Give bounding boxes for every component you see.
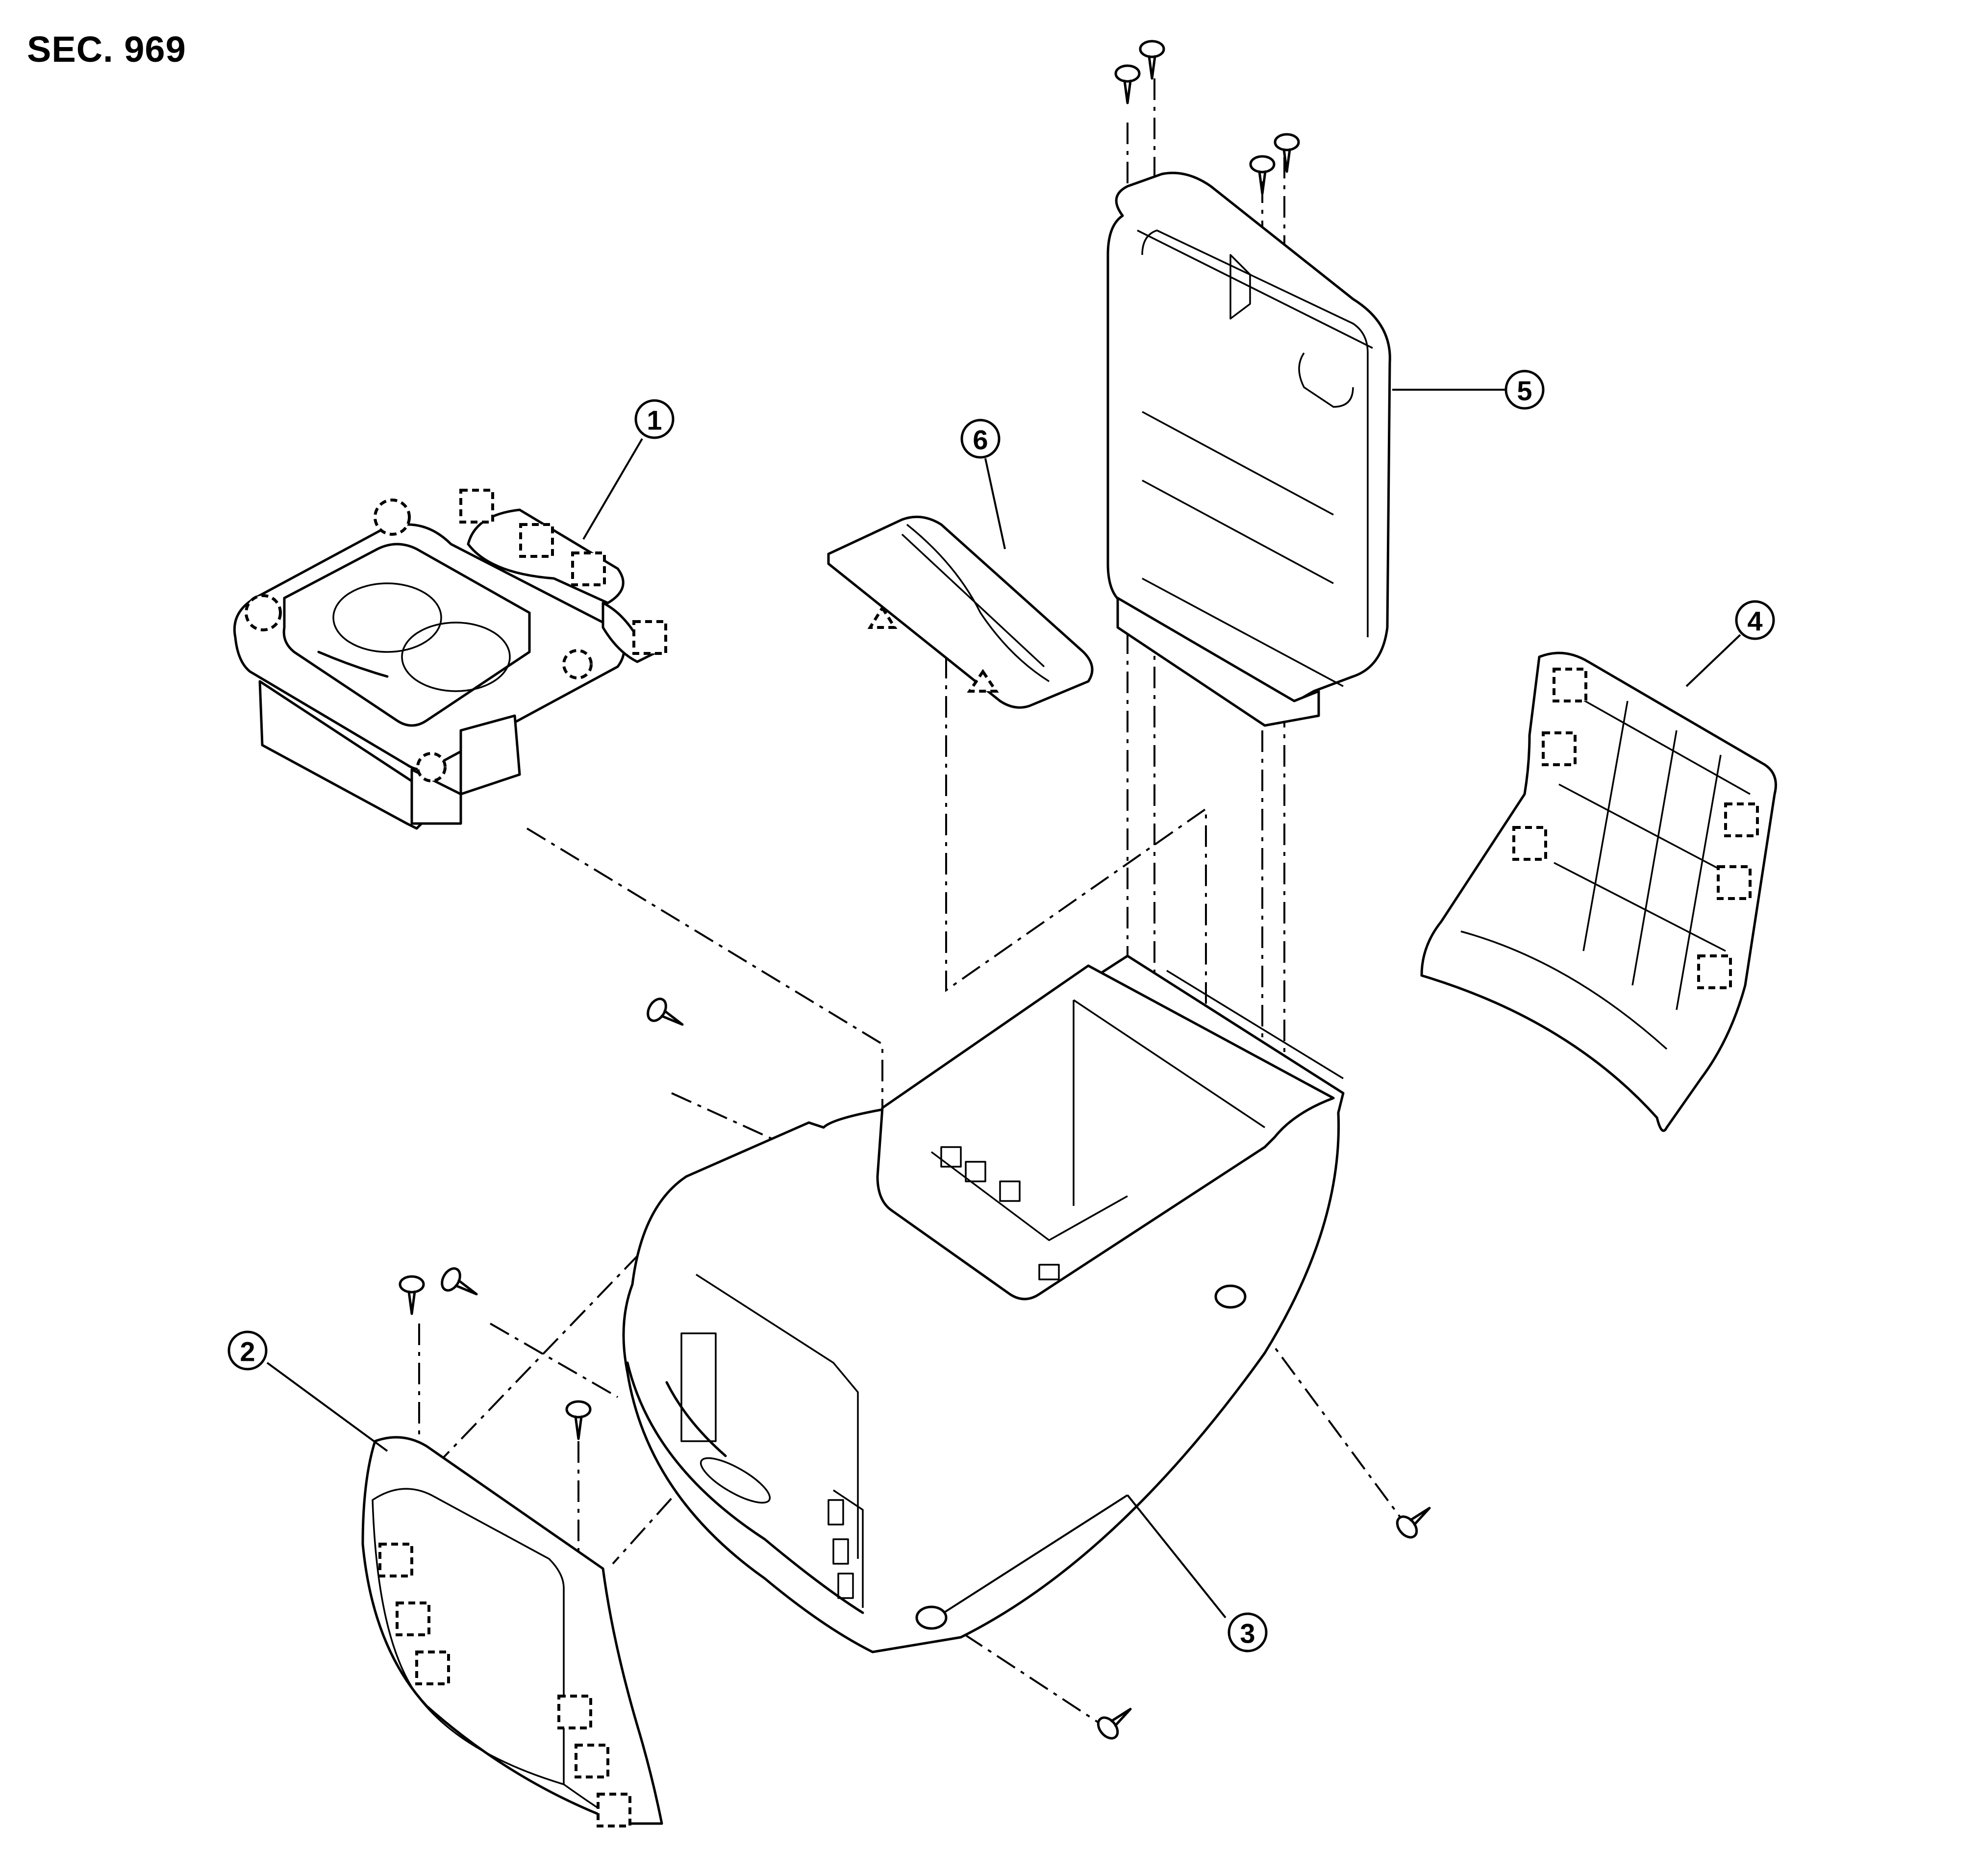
callout-1: 1 xyxy=(634,399,675,439)
screw-fasteners xyxy=(399,40,1431,1740)
svg-text:1: 1 xyxy=(647,405,662,436)
part-3-console-body xyxy=(622,954,1345,1653)
part-4-rear-panel xyxy=(1420,651,1777,1132)
callout-3: 3 xyxy=(1228,1612,1268,1652)
part-6-lid-pad xyxy=(827,515,1094,709)
svg-text:2: 2 xyxy=(240,1336,255,1367)
callout-5: 5 xyxy=(1504,370,1545,410)
svg-text:4: 4 xyxy=(1747,606,1762,637)
part-1-cup-holder xyxy=(233,489,667,830)
svg-text:5: 5 xyxy=(1517,375,1532,406)
svg-text:3: 3 xyxy=(1240,1618,1255,1649)
callout-2: 2 xyxy=(227,1330,268,1371)
callout-4: 4 xyxy=(1735,600,1775,640)
section-label: SEC. 969 xyxy=(27,29,186,70)
callout-6: 6 xyxy=(960,419,1001,459)
svg-text:6: 6 xyxy=(973,425,988,455)
callout-leader-lines xyxy=(266,389,1741,1619)
part-5-armrest xyxy=(1106,172,1391,727)
part-2-front-panel xyxy=(361,1436,663,1827)
